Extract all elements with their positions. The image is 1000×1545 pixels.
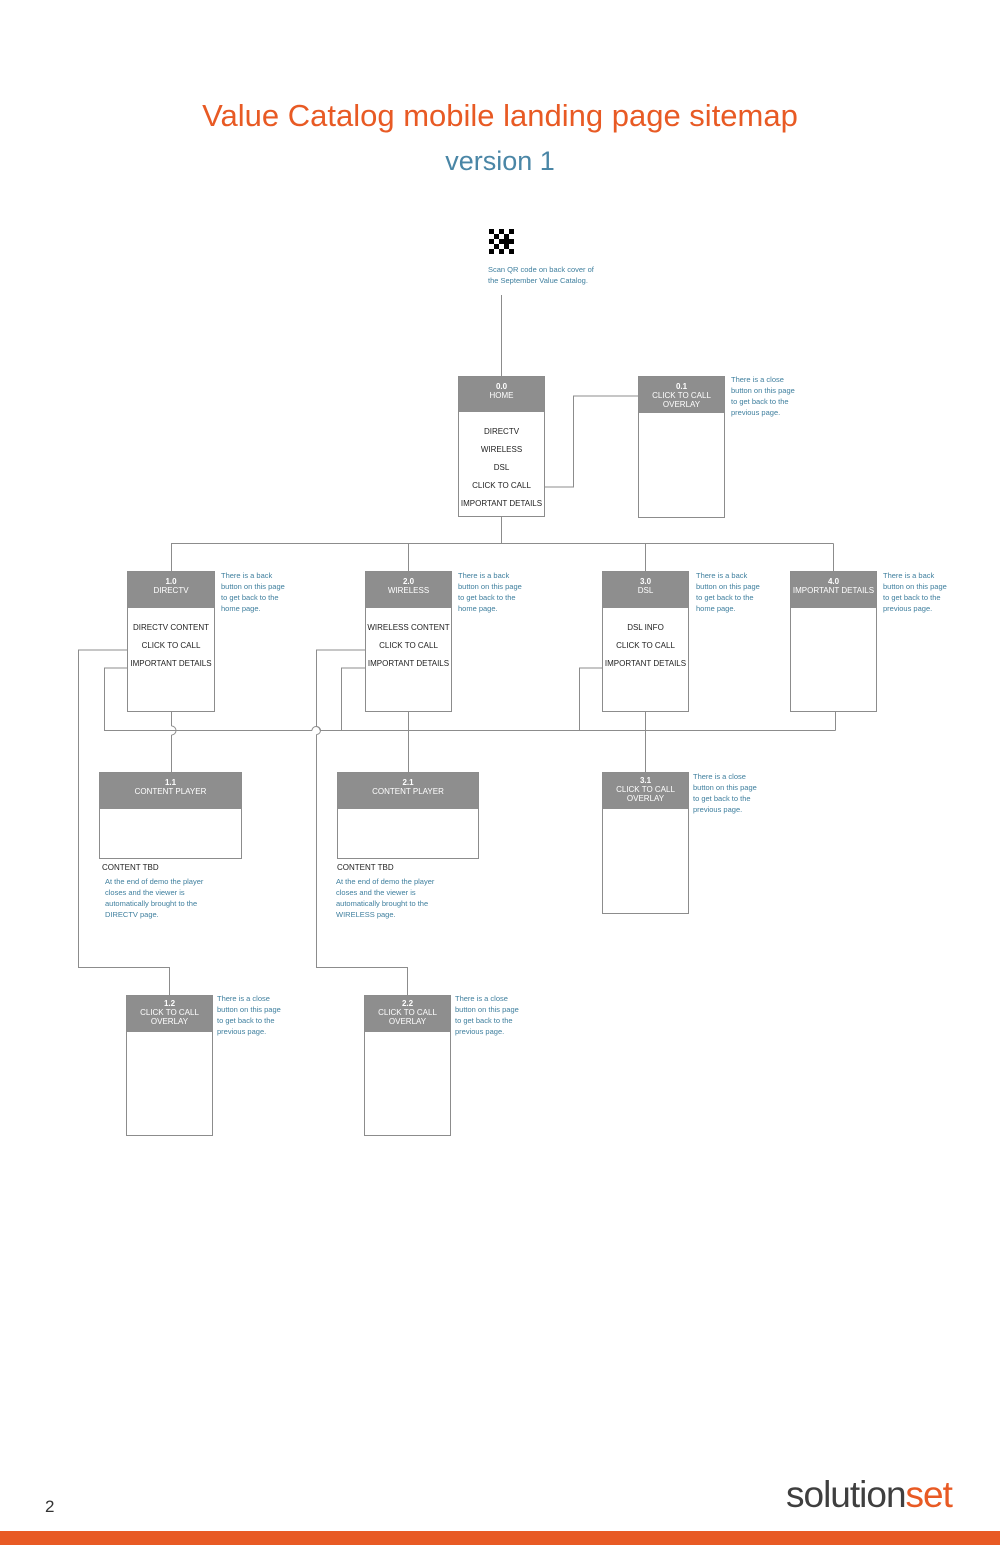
node-wireless: 2.0 WIRELESS WIRELESS CONTENT CLICK TO C… — [365, 571, 452, 712]
solutionset-logo: solutionset — [786, 1474, 953, 1516]
node-name: CONTENT PLAYER — [372, 787, 444, 796]
node-click-to-call-dsl: 3.1 CLICK TO CALL OVERLAY — [602, 772, 689, 914]
node-header: 1.1 CONTENT PLAYER — [100, 773, 241, 809]
node-item: IMPORTANT DETAILS — [604, 659, 687, 668]
node-id: 3.0 — [639, 577, 652, 586]
node-id: 4.0 — [827, 577, 840, 586]
node-name: CLICK TO CALL OVERLAY — [378, 1008, 437, 1026]
node-click-to-call-wireless: 2.2 CLICK TO CALL OVERLAY — [364, 995, 451, 1136]
page-title: Value Catalog mobile landing page sitema… — [202, 98, 798, 133]
node-content-player-wireless: 2.1 CONTENT PLAYER — [337, 772, 479, 859]
node-name: CLICK TO CALL OVERLAY — [140, 1008, 199, 1026]
node-id: 2.0 — [402, 577, 415, 586]
node-item-list: DSL INFO CLICK TO CALL IMPORTANT DETAILS — [603, 608, 688, 673]
node-note: There is a back button on this page to g… — [883, 571, 947, 613]
node-click-to-call-home: 0.1 CLICK TO CALL OVERLAY — [638, 376, 725, 518]
node-name: DIRECTV — [153, 586, 189, 595]
node-note: At the end of demo the player closes and… — [105, 877, 204, 919]
node-header: 2.0 WIRELESS — [366, 572, 451, 608]
node-item: CLICK TO CALL — [141, 641, 201, 650]
node-item: CLICK TO CALL — [616, 641, 675, 650]
node-id: 0.1 — [675, 382, 688, 391]
node-note: There is a back button on this page to g… — [696, 571, 760, 613]
page-subtitle: version 1 — [445, 146, 555, 176]
content-label: CONTENT TBD — [102, 863, 159, 872]
node-id: 2.2 — [401, 999, 414, 1008]
node-id: 3.1 — [639, 776, 652, 785]
node-item: DIRECTV — [483, 427, 520, 436]
node-name: WIRELESS — [387, 586, 430, 595]
qr-code-icon — [489, 229, 514, 254]
node-note: There is a back button on this page to g… — [458, 571, 522, 613]
node-note: There is a close button on this page to … — [693, 772, 757, 814]
footer-bar — [0, 1531, 1000, 1545]
node-important-details: 4.0 IMPORTANT DETAILS — [790, 571, 877, 712]
node-click-to-call-directv: 1.2 CLICK TO CALL OVERLAY — [126, 995, 213, 1136]
node-id: 1.1 — [164, 778, 177, 787]
qr-note: Scan QR code on back cover of the Septem… — [488, 265, 594, 285]
node-header: 4.0 IMPORTANT DETAILS — [791, 572, 876, 608]
node-item-list: DIRECTV WIRELESS DSL CLICK TO CALL IMPOR… — [459, 412, 544, 513]
node-item-list: WIRELESS CONTENT CLICK TO CALL IMPORTANT… — [366, 608, 451, 673]
node-name: CLICK TO CALL OVERLAY — [652, 391, 711, 409]
node-item: IMPORTANT DETAILS — [367, 659, 450, 668]
node-item: IMPORTANT DETAILS — [130, 659, 212, 668]
node-note: There is a close button on this page to … — [217, 994, 281, 1036]
node-header: 0.1 CLICK TO CALL OVERLAY — [639, 377, 724, 413]
node-item: WIRELESS CONTENT — [367, 623, 450, 632]
node-item: DSL INFO — [627, 623, 664, 632]
node-name: IMPORTANT DETAILS — [792, 586, 875, 595]
node-directv: 1.0 DIRECTV DIRECTV CONTENT CLICK TO CAL… — [127, 571, 215, 712]
node-id: 0.0 — [495, 382, 508, 391]
node-id: 1.2 — [163, 999, 176, 1008]
node-item: WIRELESS — [480, 445, 523, 454]
node-dsl: 3.0 DSL DSL INFO CLICK TO CALL IMPORTANT… — [602, 571, 689, 712]
node-name: CONTENT PLAYER — [134, 787, 207, 796]
node-item: IMPORTANT DETAILS — [460, 499, 543, 508]
page-number: 2 — [45, 1497, 55, 1516]
node-header: 1.2 CLICK TO CALL OVERLAY — [127, 996, 212, 1032]
node-header: 3.0 DSL — [603, 572, 688, 608]
node-name: HOME — [489, 391, 514, 400]
node-item: DIRECTV CONTENT — [133, 623, 209, 632]
node-item: DSL — [493, 463, 510, 472]
node-id: 1.0 — [165, 577, 177, 586]
node-note: There is a close button on this page to … — [731, 375, 795, 417]
node-header: 2.1 CONTENT PLAYER — [338, 773, 478, 809]
logo-part-dark: solution — [786, 1474, 907, 1515]
content-label: CONTENT TBD — [337, 863, 394, 872]
node-item: CLICK TO CALL — [472, 481, 531, 490]
node-item-list: DIRECTV CONTENT CLICK TO CALL IMPORTANT … — [128, 608, 214, 673]
node-header: 3.1 CLICK TO CALL OVERLAY — [603, 773, 688, 809]
node-header: 2.2 CLICK TO CALL OVERLAY — [365, 996, 450, 1032]
node-id: 2.1 — [402, 778, 414, 787]
node-note: There is a back button on this page to g… — [221, 571, 285, 613]
node-item: CLICK TO CALL — [379, 641, 438, 650]
node-note: There is a close button on this page to … — [455, 994, 519, 1036]
node-name: DSL — [637, 586, 654, 595]
node-name: CLICK TO CALL OVERLAY — [616, 785, 675, 803]
logo-part-accent: set — [905, 1474, 953, 1515]
node-content-player-directv: 1.1 CONTENT PLAYER — [99, 772, 242, 859]
node-home: 0.0 HOME DIRECTV WIRELESS DSL CLICK TO C… — [458, 376, 545, 517]
node-note: At the end of demo the player closes and… — [336, 877, 435, 919]
node-header: 1.0 DIRECTV — [128, 572, 214, 608]
node-header: 0.0 HOME — [459, 377, 544, 412]
